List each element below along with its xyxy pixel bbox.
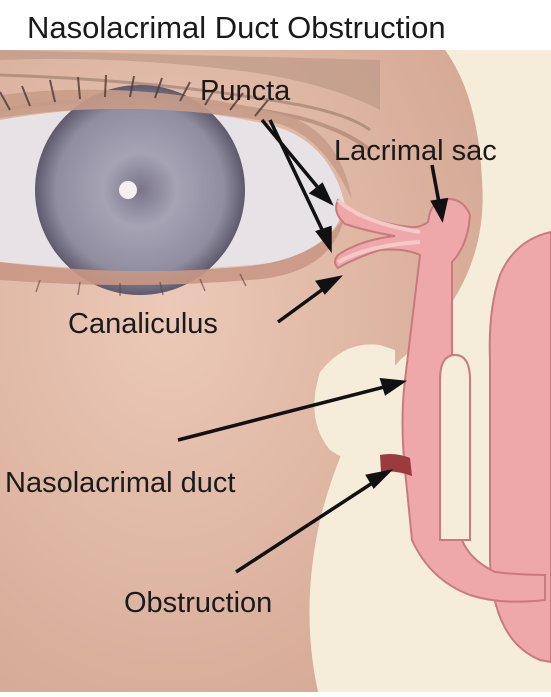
label-canaliculus: Canaliculus xyxy=(68,308,218,340)
label-nasolacrimal-duct: Nasolacrimal duct xyxy=(5,467,235,499)
duct-inner-channel xyxy=(440,355,470,540)
label-puncta: Puncta xyxy=(200,75,291,107)
iris xyxy=(35,85,245,295)
label-lacrimal-sac: Lacrimal sac xyxy=(334,135,497,167)
diagram-title: Nasolacrimal Duct Obstruction xyxy=(27,10,446,45)
eye-highlight xyxy=(119,181,137,199)
label-obstruction: Obstruction xyxy=(124,587,272,619)
